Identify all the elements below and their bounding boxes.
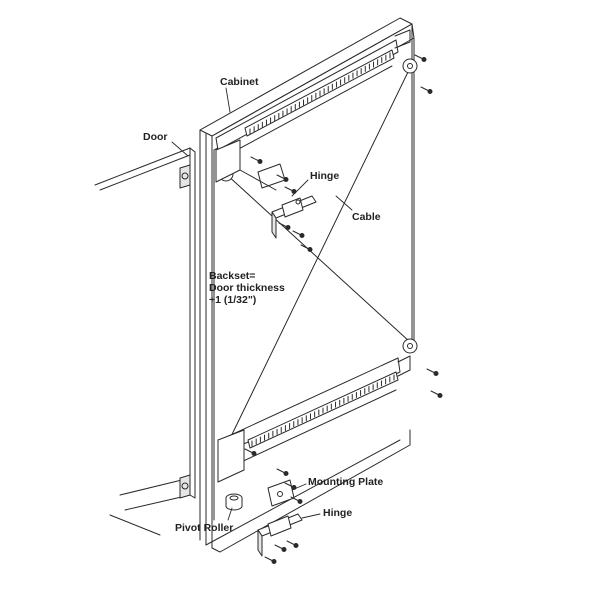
bottom-hardware	[217, 429, 303, 557]
hinge-bottom	[257, 513, 303, 557]
label-backset-line2: Door thickness	[209, 282, 285, 294]
label-backset-line3: +1 (1/32")	[209, 294, 257, 306]
top-rail	[215, 29, 411, 159]
bottom-rail-teeth	[251, 374, 395, 447]
door-panel	[94, 147, 196, 536]
hinge-top	[271, 195, 317, 239]
top-rail-teeth	[249, 52, 391, 135]
top-hardware	[215, 139, 317, 239]
mounting-plate	[267, 479, 295, 507]
label-backset-line1: Backset=	[209, 270, 256, 282]
pulley-bottom-right	[402, 338, 418, 354]
door-hinge-cup-bottom	[179, 474, 191, 499]
pulley-top-right	[402, 58, 418, 74]
label-door: Door	[143, 131, 168, 143]
label-hinge-bottom: Hinge	[323, 507, 353, 519]
bottom-rail	[219, 355, 411, 471]
label-cable: Cable	[352, 211, 381, 223]
label-pivot-roller: Pivot Roller	[175, 522, 234, 534]
cable	[221, 65, 413, 456]
pivot-roller	[225, 493, 243, 511]
door-hinge-cup-top	[179, 164, 191, 189]
leader-lines	[171, 87, 353, 521]
label-mounting-plate: Mounting Plate	[308, 476, 384, 488]
label-cabinet: Cabinet	[220, 76, 259, 88]
screws	[244, 54, 443, 564]
label-hinge-top: Hinge	[310, 170, 340, 182]
label-backset: Backset= Door thickness +1 (1/32")	[209, 270, 285, 306]
